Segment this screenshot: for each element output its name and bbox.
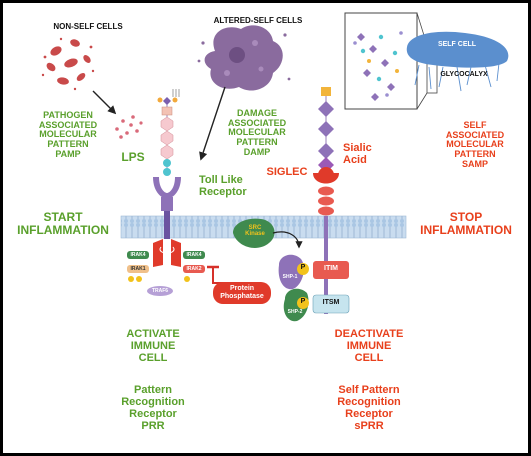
itim-itsm (312, 261, 350, 314)
altered-self-cells-label: ALTERED-SELF CELLS (213, 16, 303, 25)
lps-label: LPS (121, 150, 145, 164)
lps-molecule (157, 89, 180, 176)
lps-particles (115, 115, 143, 139)
shp-phosphatases (278, 254, 309, 322)
non-self-cells-label: NON-SELF CELLS (53, 22, 123, 31)
phosphatase-inhibition (207, 265, 271, 304)
itsm-label: ITSM (322, 299, 340, 306)
phospho-p-1: P (300, 264, 306, 271)
toll-like-receptor (153, 177, 181, 267)
pathogen-cells (41, 37, 95, 91)
irak4-right-label: IRAK4 (186, 252, 202, 258)
altered-self-cell (197, 25, 291, 91)
src-kinase (233, 218, 303, 249)
irak-complex (127, 251, 205, 296)
itim-label: ITIM (324, 265, 338, 272)
traf6-label: TRAF6 (151, 288, 169, 294)
shp2-label: SHP-2 (287, 309, 303, 315)
glycocalyx-label: GLYCOCALYX (440, 71, 488, 78)
phospho-p-2: P (300, 298, 306, 305)
self-cell (406, 31, 509, 92)
irak2-label: IRAK2 (186, 266, 202, 272)
glycocalyx-inset (344, 12, 438, 110)
siglec-receptor (313, 87, 339, 314)
shp1-label: SHP-1 (282, 274, 298, 280)
irak1-label: IRAK1 (130, 266, 146, 272)
self-cell-label: SELF CELL (437, 41, 477, 48)
irak4-left-label: IRAK4 (130, 252, 146, 258)
diagram-graphics (41, 12, 509, 322)
pathogen-arrow (92, 90, 117, 115)
siglec-label: SIGLEC (266, 166, 308, 178)
damp-arrow (199, 86, 226, 161)
